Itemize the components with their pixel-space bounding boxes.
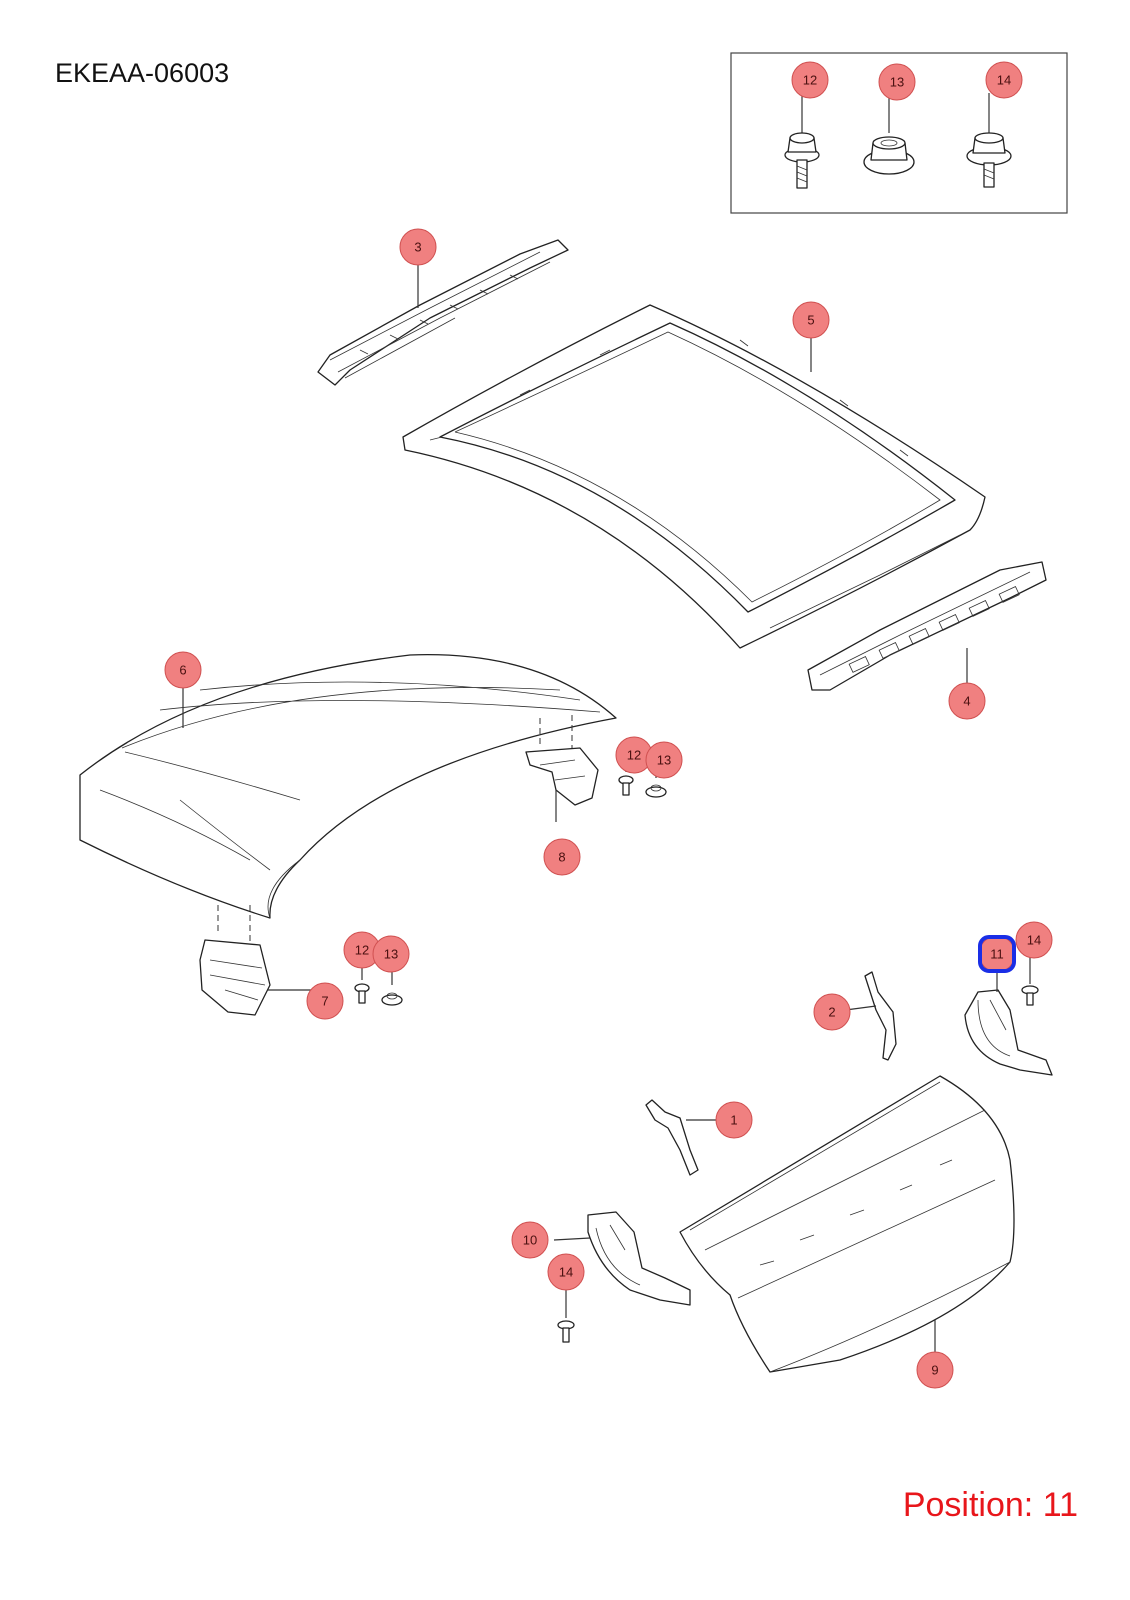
svg-text:12: 12: [355, 943, 369, 958]
callout-6[interactable]: 6: [164, 651, 202, 689]
part-1-bracket: [645, 1099, 722, 1176]
callout-8[interactable]: 8: [543, 838, 581, 876]
svg-text:7: 7: [321, 994, 328, 1009]
part-3-front-rail: [317, 239, 569, 386]
callout-3[interactable]: 3: [399, 228, 437, 266]
callout-14-near-10[interactable]: 14: [547, 1253, 585, 1291]
fastener-14-right: [1021, 952, 1039, 1006]
part-9-trunk-lid: [679, 1075, 1015, 1373]
part-8-hinge: [525, 715, 599, 822]
selected-callout-highlight: [978, 935, 1016, 973]
svg-text:14: 14: [997, 73, 1011, 88]
fastener-14-left: [557, 1288, 575, 1343]
callout-7[interactable]: 7: [306, 982, 344, 1020]
callout-4[interactable]: 4: [948, 682, 986, 720]
svg-text:10: 10: [523, 1233, 537, 1248]
svg-text:8: 8: [558, 850, 565, 865]
callout-13-legend[interactable]: 13: [878, 63, 916, 101]
position-label: Position: 11: [902, 1486, 1078, 1524]
part-11-lid-hinge: [964, 960, 1053, 1076]
svg-text:12: 12: [803, 73, 817, 88]
svg-text:13: 13: [657, 753, 671, 768]
callout-12-near-8[interactable]: 12: [615, 736, 653, 774]
svg-text:14: 14: [559, 1265, 573, 1280]
part-7-hinge: [199, 905, 312, 1016]
svg-text:4: 4: [963, 694, 970, 709]
svg-text:14: 14: [1027, 933, 1041, 948]
part-5-roof-frame: [402, 304, 986, 649]
svg-text:2: 2: [828, 1005, 835, 1020]
svg-text:12: 12: [627, 748, 641, 763]
svg-text:5: 5: [807, 313, 814, 328]
fastener-legend: [730, 52, 1068, 214]
callout-14-legend[interactable]: 14: [985, 61, 1023, 99]
svg-text:13: 13: [384, 947, 398, 962]
bolt-12-icon: [784, 132, 820, 189]
svg-text:1: 1: [730, 1113, 737, 1128]
callout-11[interactable]: 11: [978, 935, 1016, 973]
callout-5[interactable]: 5: [792, 301, 830, 339]
svg-text:3: 3: [414, 240, 421, 255]
svg-text:11: 11: [990, 947, 1004, 962]
callout-12-legend[interactable]: 12: [791, 61, 829, 99]
callout-10[interactable]: 10: [511, 1221, 549, 1259]
callout-13-near-7[interactable]: 13: [372, 935, 410, 973]
svg-text:13: 13: [890, 75, 904, 90]
callout-12-near-7[interactable]: 12: [343, 931, 381, 969]
svg-text:9: 9: [931, 1363, 938, 1378]
callout-14-near-11[interactable]: 14: [1015, 921, 1053, 959]
part-6-roof-panel: [79, 654, 617, 919]
part-10-lid-hinge: [553, 1211, 691, 1306]
callout-9[interactable]: 9: [916, 1351, 954, 1389]
flange-nut-13-icon: [863, 136, 915, 175]
callout-2[interactable]: 2: [813, 993, 851, 1031]
bolt-14-icon: [966, 132, 1012, 188]
callout-1[interactable]: 1: [715, 1101, 753, 1139]
diagram-code: EKEAA-06003: [55, 58, 230, 88]
svg-text:6: 6: [179, 663, 186, 678]
part-4-rear-rail: [807, 561, 1047, 691]
callout-13-near-8[interactable]: 13: [645, 741, 683, 779]
